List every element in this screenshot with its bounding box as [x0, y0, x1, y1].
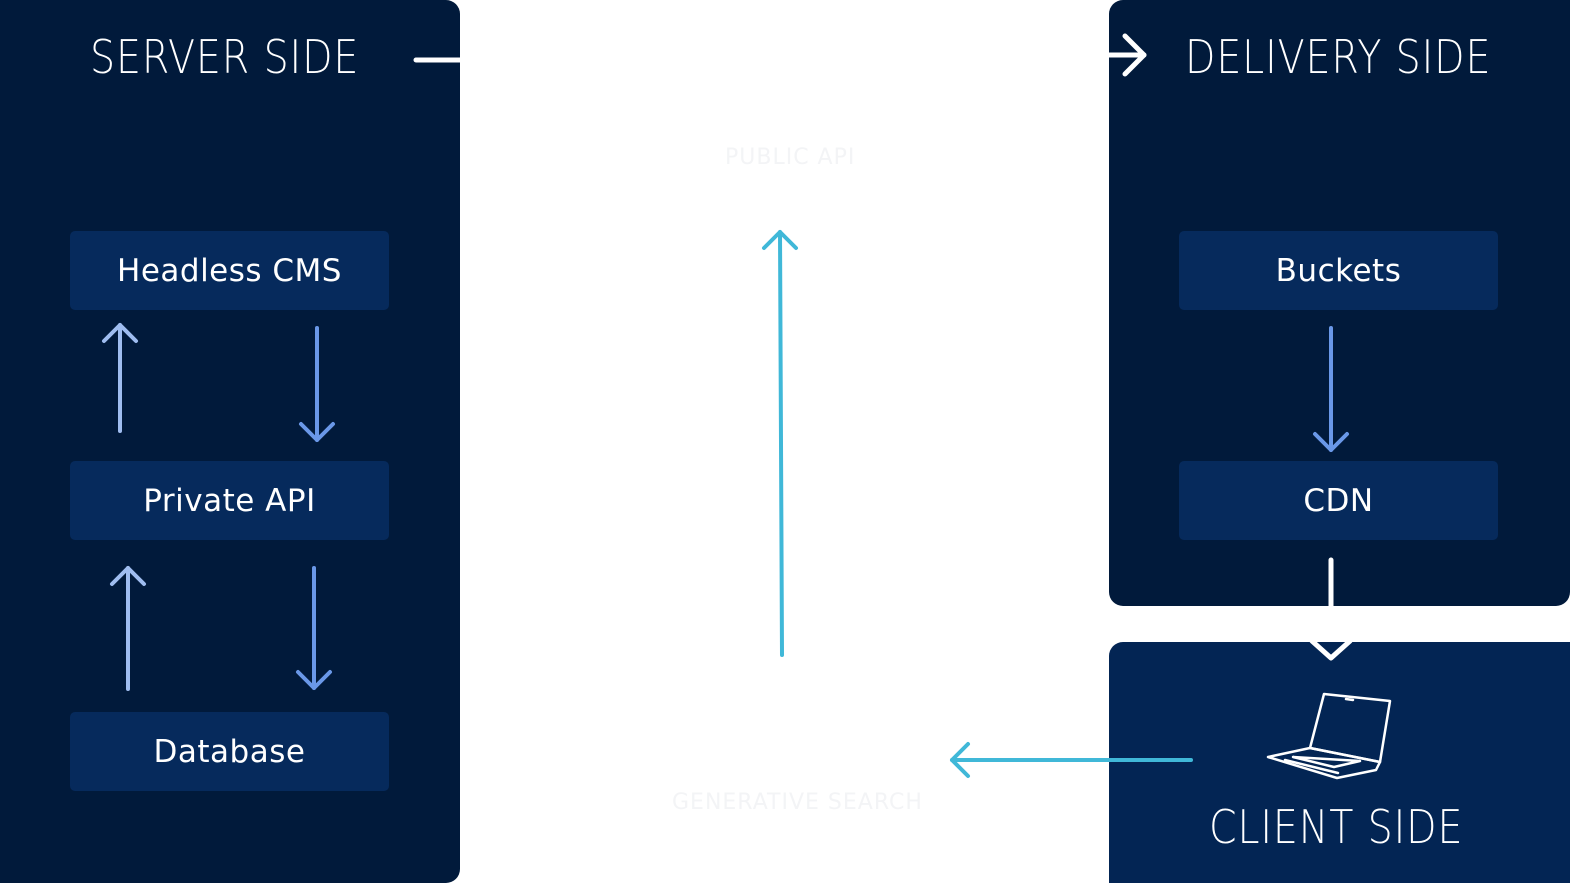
- client-to-generative-search-arrow: [950, 742, 1193, 778]
- private-api-to-cms-arrow: [102, 323, 138, 433]
- public-api-label: PUBLIC API: [725, 145, 856, 170]
- cms-to-private-api-arrow: [299, 326, 335, 442]
- generative-search-label: GENERATIVE SEARCH: [672, 790, 923, 815]
- headless-cms-box: Headless CMS: [70, 231, 389, 310]
- private-api-to-database-arrow: [296, 566, 332, 690]
- private-api-box: Private API: [70, 461, 389, 540]
- client-side-panel: CLIENT SIDE: [1109, 642, 1570, 883]
- database-box: Database: [70, 712, 389, 791]
- buckets-to-cdn-arrow: [1313, 326, 1349, 452]
- buckets-box: Buckets: [1179, 231, 1498, 310]
- server-to-delivery-arrow: [413, 33, 1147, 77]
- delivery-side-panel: DELIVERY SIDE Buckets CDN: [1109, 0, 1570, 606]
- server-side-panel: SERVER SIDE Headless CMS Private API Dat…: [0, 0, 460, 883]
- server-side-title: SERVER SIDE: [90, 30, 360, 84]
- laptop-icon: [1266, 692, 1392, 780]
- cdn-box: CDN: [1179, 461, 1498, 540]
- delivery-side-title: DELIVERY SIDE: [1185, 30, 1492, 84]
- client-side-title: CLIENT SIDE: [1209, 800, 1464, 854]
- public-api-arrow: [762, 230, 798, 657]
- database-to-private-api-arrow: [110, 566, 146, 691]
- cdn-to-client-arrow: [1309, 557, 1353, 661]
